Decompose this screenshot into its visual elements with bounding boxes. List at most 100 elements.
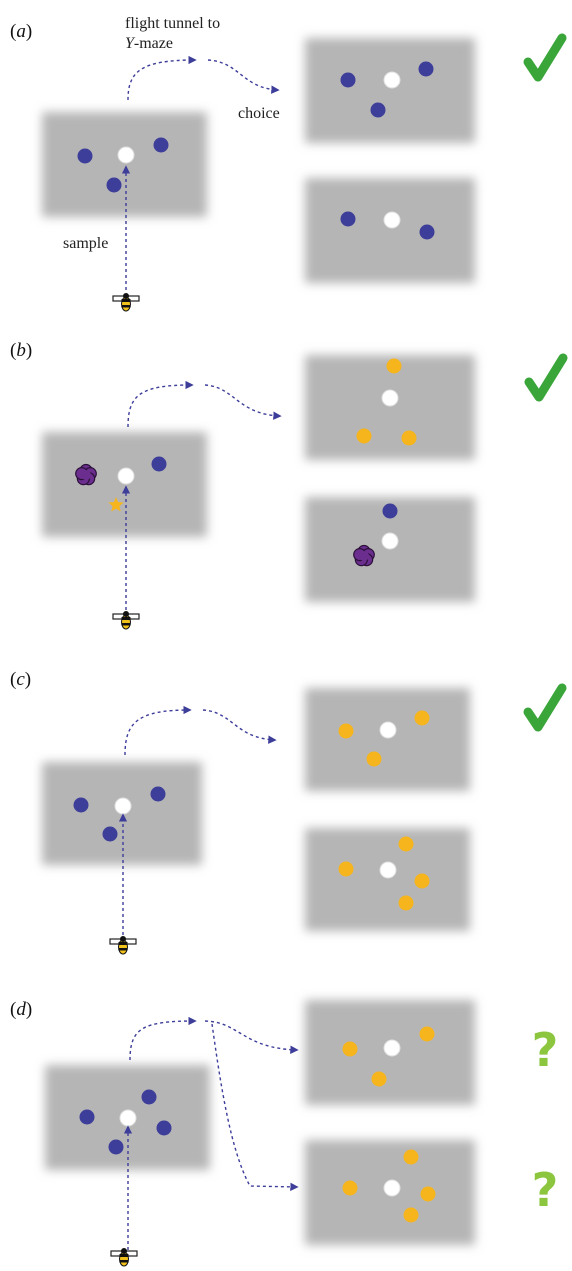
panel-b-choice-card-1-background xyxy=(305,355,475,460)
panel-c-choice-card-1-item-2-yellow-dot xyxy=(366,751,382,767)
panel-d-choice-card-2-center-dot xyxy=(383,1179,401,1197)
panel-a-bee-icon xyxy=(112,292,140,312)
panel-c-choice-card-2-item-0-yellow-dot xyxy=(338,861,354,877)
panel-b-choice-card-1-center-dot xyxy=(381,389,399,407)
panel-c-bee-icon xyxy=(109,935,137,955)
panel-a-sample-card-background xyxy=(42,112,207,217)
panel-a-tunnel-arrow xyxy=(127,55,197,101)
panel-b: (b) xyxy=(10,340,475,630)
panel-a-sample-item-2-blue-dot xyxy=(106,177,122,193)
panel-d-choice-card-2-item-3-yellow-dot xyxy=(403,1207,419,1223)
panel-b-sample-item-0-flower-icon xyxy=(75,463,97,486)
panel-a-letter: (a) xyxy=(10,21,32,42)
panel-a-choice-card-2-item-0-blue-dot xyxy=(340,211,356,227)
panel-b-tunnel-arrow xyxy=(127,380,194,428)
panel-d-choice-arrow xyxy=(204,1020,299,1054)
panel-d-tunnel-arrow xyxy=(129,1016,197,1061)
panel-b-sample-item-1-blue-dot xyxy=(151,456,167,472)
panel-a-choice-arrow xyxy=(207,59,280,94)
panel-b-choice-card-2 xyxy=(305,497,475,602)
panel-b-choice-card-1-item-2-yellow-dot xyxy=(401,430,417,446)
panel-a-choice-card-2 xyxy=(305,178,475,283)
panel-c-sample-item-1-blue-dot xyxy=(150,786,166,802)
panel-d-bee-icon xyxy=(110,1247,138,1267)
panel-a-sample-card xyxy=(42,112,207,217)
panel-b-sample-entrance-dot xyxy=(117,467,135,485)
panel-c-choice-card-2-item-3-yellow-dot xyxy=(398,895,414,911)
panel-c-choice-card-1-item-0-yellow-dot xyxy=(338,723,354,739)
panel-c-choice-card-1 xyxy=(305,688,470,791)
panel-b-choice-card-1 xyxy=(305,355,475,460)
panel-a-choice-card-2-item-1-blue-dot xyxy=(419,224,435,240)
panel-d-choice-card-1 xyxy=(305,1000,475,1105)
panel-b-choice-card-1-item-0-yellow-dot xyxy=(386,358,402,374)
panel-b-sample-card xyxy=(42,432,207,537)
panel-d-choice-card-2-item-2-yellow-dot xyxy=(420,1186,436,1202)
panel-d-choice-card-2 xyxy=(305,1140,475,1245)
panel-b-bee-icon xyxy=(112,610,140,630)
panel-d-choice-arrow-2 xyxy=(211,1023,299,1192)
panel-d: (d) xyxy=(10,999,475,1267)
panel-a: (a) xyxy=(10,21,475,312)
panel-c-choice-arrow xyxy=(202,709,277,744)
panel-a-sample-item-0-blue-dot xyxy=(77,148,93,164)
panel-c-choice-card-1-item-1-yellow-dot xyxy=(414,710,430,726)
panel-c-choice-card-1-center-dot xyxy=(379,721,397,739)
sample-label: sample xyxy=(63,235,108,252)
panel-a-choice-card-2-background xyxy=(305,178,475,283)
panel-d-sample-entrance-dot xyxy=(119,1109,137,1127)
panel-c: (c) xyxy=(10,669,470,955)
panel-d-choice-card-2-question-mark-icon: ? xyxy=(532,1163,559,1217)
panel-a-sample-item-1-blue-dot xyxy=(153,137,169,153)
choice-label: choice xyxy=(238,105,280,122)
panel-b-choice-card-1-item-1-yellow-dot xyxy=(356,428,372,444)
panel-d-sample-item-0-blue-dot xyxy=(79,1109,95,1125)
panel-a-choice-card-1-item-0-blue-dot xyxy=(340,72,356,88)
panel-d-choice-card-2-item-1-yellow-dot xyxy=(403,1149,419,1165)
panel-c-choice-card-2-item-1-yellow-dot xyxy=(398,836,414,852)
panels-layer: (a) (b) (c) (d)?? xyxy=(10,21,568,1267)
panel-c-letter: (c) xyxy=(10,669,31,690)
panel-d-sample-item-1-blue-dot xyxy=(141,1089,157,1105)
panel-a-choice-card-1-background xyxy=(305,38,475,143)
panel-b-sample-card-background xyxy=(42,432,207,537)
panel-d-choice-card-1-item-2-yellow-dot xyxy=(371,1071,387,1087)
panel-a-choice-card-1-checkmark-icon xyxy=(523,33,567,82)
panel-c-choice-card-1-checkmark-icon xyxy=(523,683,567,732)
panel-a-sample-entrance-dot xyxy=(117,146,135,164)
panel-b-choice-card-2-center-dot xyxy=(381,532,399,550)
panel-a-choice-card-1-item-1-blue-dot xyxy=(418,61,434,77)
panel-b-choice-card-2-item-0-blue-dot xyxy=(382,503,398,519)
panel-d-choice-card-2-item-0-yellow-dot xyxy=(342,1180,358,1196)
panel-c-sample-entrance-dot xyxy=(114,797,132,815)
panel-a-choice-card-1-center-dot xyxy=(383,71,401,89)
panel-a-choice-card-1-item-2-blue-dot xyxy=(370,102,386,118)
panel-c-choice-card-2-background xyxy=(305,828,470,931)
panel-b-choice-card-2-item-1-flower-icon xyxy=(353,544,375,567)
panel-d-choice-card-1-item-0-yellow-dot xyxy=(342,1041,358,1057)
panel-c-choice-card-2-item-2-yellow-dot xyxy=(414,873,430,889)
panel-c-sample-item-2-blue-dot xyxy=(102,826,118,842)
panel-c-tunnel-arrow xyxy=(124,705,192,756)
panel-d-choice-card-1-question-mark-icon: ? xyxy=(532,1023,559,1077)
panel-b-sample-item-2-star-icon xyxy=(108,497,124,512)
panel-b-choice-arrow xyxy=(204,384,282,420)
panel-c-choice-card-1-background xyxy=(305,688,470,791)
panel-d-letter: (d) xyxy=(10,999,32,1020)
flight-tunnel-label-line1: flight tunnel to xyxy=(125,15,220,32)
panel-a-choice-card-1 xyxy=(305,38,475,143)
panel-d-sample-card xyxy=(45,1065,210,1170)
panel-c-sample-item-0-blue-dot xyxy=(73,797,89,813)
panel-b-choice-card-1-checkmark-icon xyxy=(524,353,568,402)
panel-a-choice-card-2-center-dot xyxy=(383,211,401,229)
panel-d-choice-card-1-item-1-yellow-dot xyxy=(419,1026,435,1042)
panel-d-sample-item-3-blue-dot xyxy=(108,1139,124,1155)
panel-c-choice-card-2-center-dot xyxy=(379,861,397,879)
flight-tunnel-label-line2: Y-maze xyxy=(125,35,173,52)
panel-c-sample-card xyxy=(42,762,202,865)
panel-d-choice-card-1-center-dot xyxy=(383,1039,401,1057)
panel-d-sample-item-2-blue-dot xyxy=(156,1120,172,1136)
panel-b-letter: (b) xyxy=(10,340,32,361)
panel-c-choice-card-2 xyxy=(305,828,470,931)
